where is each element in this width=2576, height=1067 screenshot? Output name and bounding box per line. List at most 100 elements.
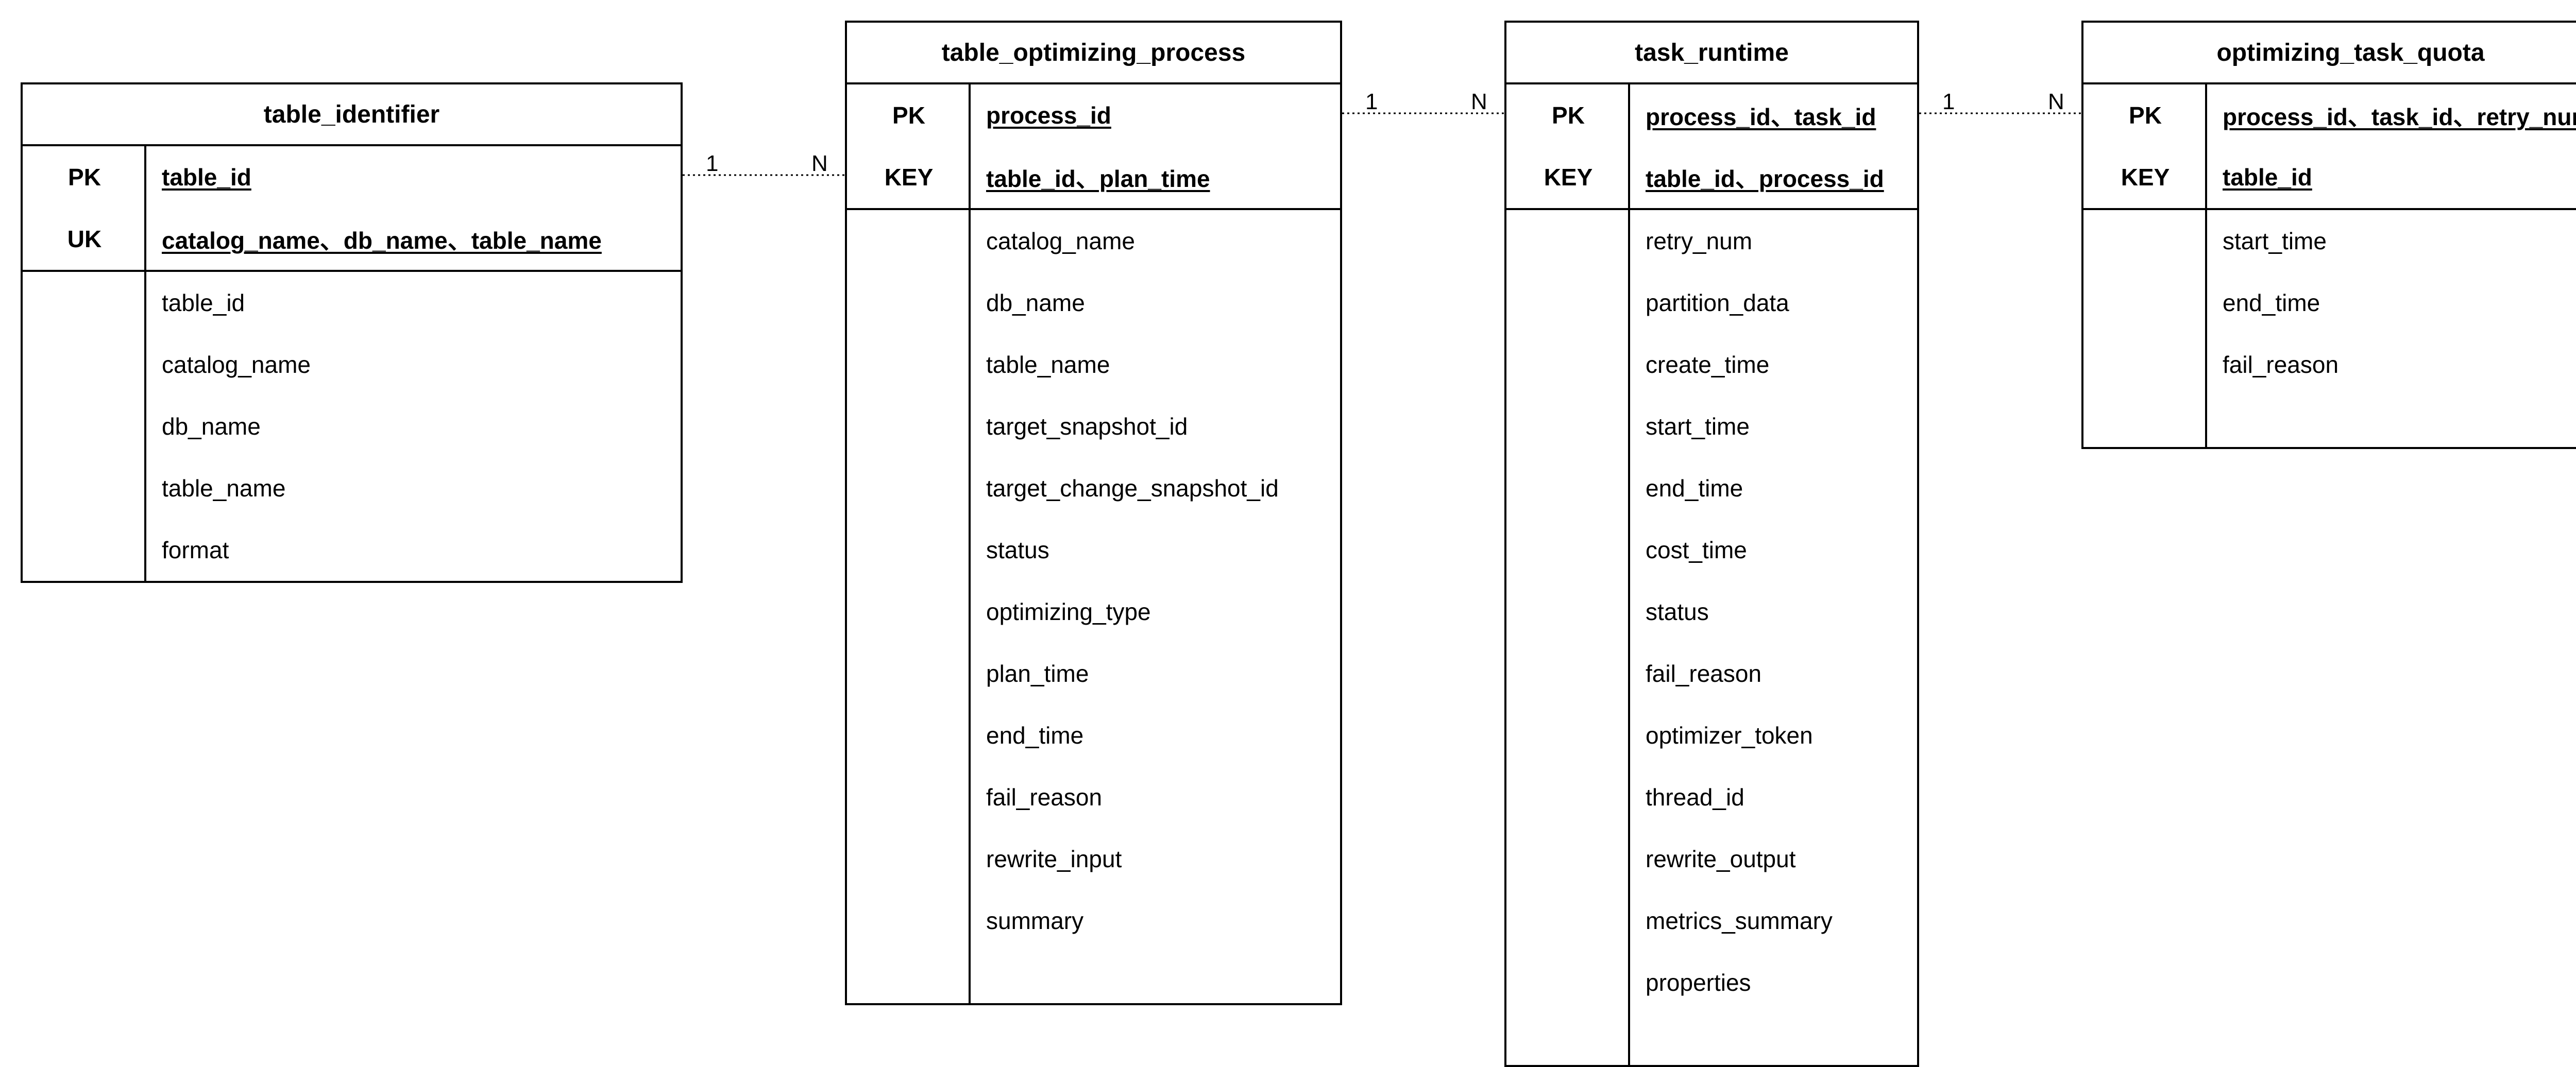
field-row: start_time bbox=[1506, 395, 1917, 457]
field-name: create_time bbox=[1646, 351, 1770, 378]
field-name: db_name bbox=[986, 289, 1085, 316]
field-name: metrics_summary bbox=[1646, 907, 1833, 934]
entity-fields: start_time end_time fail_reason bbox=[2083, 210, 2576, 447]
field-row: target_snapshot_id bbox=[847, 395, 1340, 457]
field-row: status bbox=[1506, 581, 1917, 643]
field-name: fail_reason bbox=[1646, 660, 1762, 687]
column-divider bbox=[144, 146, 146, 581]
field-row: fail_reason bbox=[2083, 334, 2576, 395]
key-row: PK process_id bbox=[847, 84, 1340, 146]
field-row: optimizer_token bbox=[1506, 704, 1917, 766]
entity-title: optimizing_task_quota bbox=[2083, 23, 2576, 84]
field-row: fail_reason bbox=[1506, 643, 1917, 704]
entity-title: table_identifier bbox=[23, 84, 681, 146]
field-name: partition_data bbox=[1646, 289, 1789, 316]
field-row: format bbox=[23, 519, 681, 581]
field-row: metrics_summary bbox=[1506, 890, 1917, 952]
key-column-name: table_id、process_id bbox=[1646, 165, 1884, 192]
column-divider bbox=[1628, 84, 1630, 1065]
key-type: PK bbox=[68, 164, 101, 191]
field-row: partition_data bbox=[1506, 272, 1917, 334]
key-row: KEY table_id bbox=[2083, 146, 2576, 208]
field-row: fail_reason bbox=[847, 766, 1340, 828]
field-name: db_name bbox=[162, 413, 261, 440]
field-name: plan_time bbox=[986, 660, 1089, 687]
field-row: end_time bbox=[847, 704, 1340, 766]
cardinality-one-label: 1 bbox=[1942, 89, 1955, 114]
field-name: end_time bbox=[2223, 289, 2320, 316]
field-row: rewrite_input bbox=[847, 828, 1340, 890]
cardinality-one-label: 1 bbox=[1365, 89, 1378, 114]
key-column-name: table_id、plan_time bbox=[986, 165, 1210, 192]
field-name: format bbox=[162, 537, 229, 563]
field-row: end_time bbox=[1506, 457, 1917, 519]
field-name: catalog_name bbox=[986, 228, 1135, 254]
field-name: start_time bbox=[1646, 413, 1750, 440]
field-name: table_id bbox=[162, 289, 245, 316]
key-column-name: table_id bbox=[2223, 164, 2312, 191]
field-row: rewrite_output bbox=[1506, 828, 1917, 890]
key-type: KEY bbox=[1544, 164, 1593, 191]
field-row: status bbox=[847, 519, 1340, 581]
key-column-name: process_id bbox=[986, 102, 1111, 129]
field-name: thread_id bbox=[1646, 784, 1744, 811]
key-row: KEY table_id、process_id bbox=[1506, 146, 1917, 208]
column-divider bbox=[2205, 84, 2207, 447]
field-row: create_time bbox=[1506, 334, 1917, 395]
field-row: start_time bbox=[2083, 210, 2576, 272]
key-type: PK bbox=[1552, 102, 1585, 129]
key-type: PK bbox=[2129, 102, 2162, 129]
field-name: fail_reason bbox=[986, 784, 1103, 811]
cardinality-many-label: N bbox=[2048, 89, 2064, 114]
field-name: end_time bbox=[986, 722, 1084, 749]
cardinality-many-label: N bbox=[1471, 89, 1487, 114]
field-name: catalog_name bbox=[162, 351, 311, 378]
key-type: UK bbox=[67, 226, 102, 252]
field-row: db_name bbox=[847, 272, 1340, 334]
field-row: end_time bbox=[2083, 272, 2576, 334]
field-row: db_name bbox=[23, 395, 681, 457]
field-row: thread_id bbox=[1506, 766, 1917, 828]
field-row: table_name bbox=[23, 457, 681, 519]
field-name: start_time bbox=[2223, 228, 2327, 254]
field-row: properties bbox=[1506, 952, 1917, 1013]
field-name: optimizing_type bbox=[986, 598, 1151, 625]
field-name: optimizer_token bbox=[1646, 722, 1813, 749]
field-name: table_name bbox=[986, 351, 1110, 378]
field-name: status bbox=[1646, 598, 1709, 625]
field-name: rewrite_input bbox=[986, 846, 1122, 872]
key-type: KEY bbox=[2121, 164, 2170, 191]
field-name: table_name bbox=[162, 475, 286, 502]
field-row: summary bbox=[847, 890, 1340, 952]
field-name: summary bbox=[986, 907, 1084, 934]
field-row: cost_time bbox=[1506, 519, 1917, 581]
key-column-name: process_id、task_id bbox=[1646, 104, 1876, 130]
field-name: rewrite_output bbox=[1646, 846, 1796, 872]
field-row: table_id bbox=[23, 272, 681, 334]
field-name: target_change_snapshot_id bbox=[986, 475, 1279, 502]
field-row: table_name bbox=[847, 334, 1340, 395]
key-column-name: process_id、task_id、retry_num bbox=[2223, 104, 2576, 130]
field-row: optimizing_type bbox=[847, 581, 1340, 643]
field-name: fail_reason bbox=[2223, 351, 2339, 378]
key-type: PK bbox=[892, 102, 925, 129]
entity-title: table_optimizing_process bbox=[847, 23, 1340, 84]
column-divider bbox=[969, 84, 971, 1003]
field-name: end_time bbox=[1646, 475, 1743, 502]
entity-fields: catalog_name db_name table_name target_snap… bbox=[847, 210, 1340, 1003]
key-row: PK process_id、task_id、retry_num bbox=[2083, 84, 2576, 146]
field-name: properties bbox=[1646, 969, 1751, 996]
